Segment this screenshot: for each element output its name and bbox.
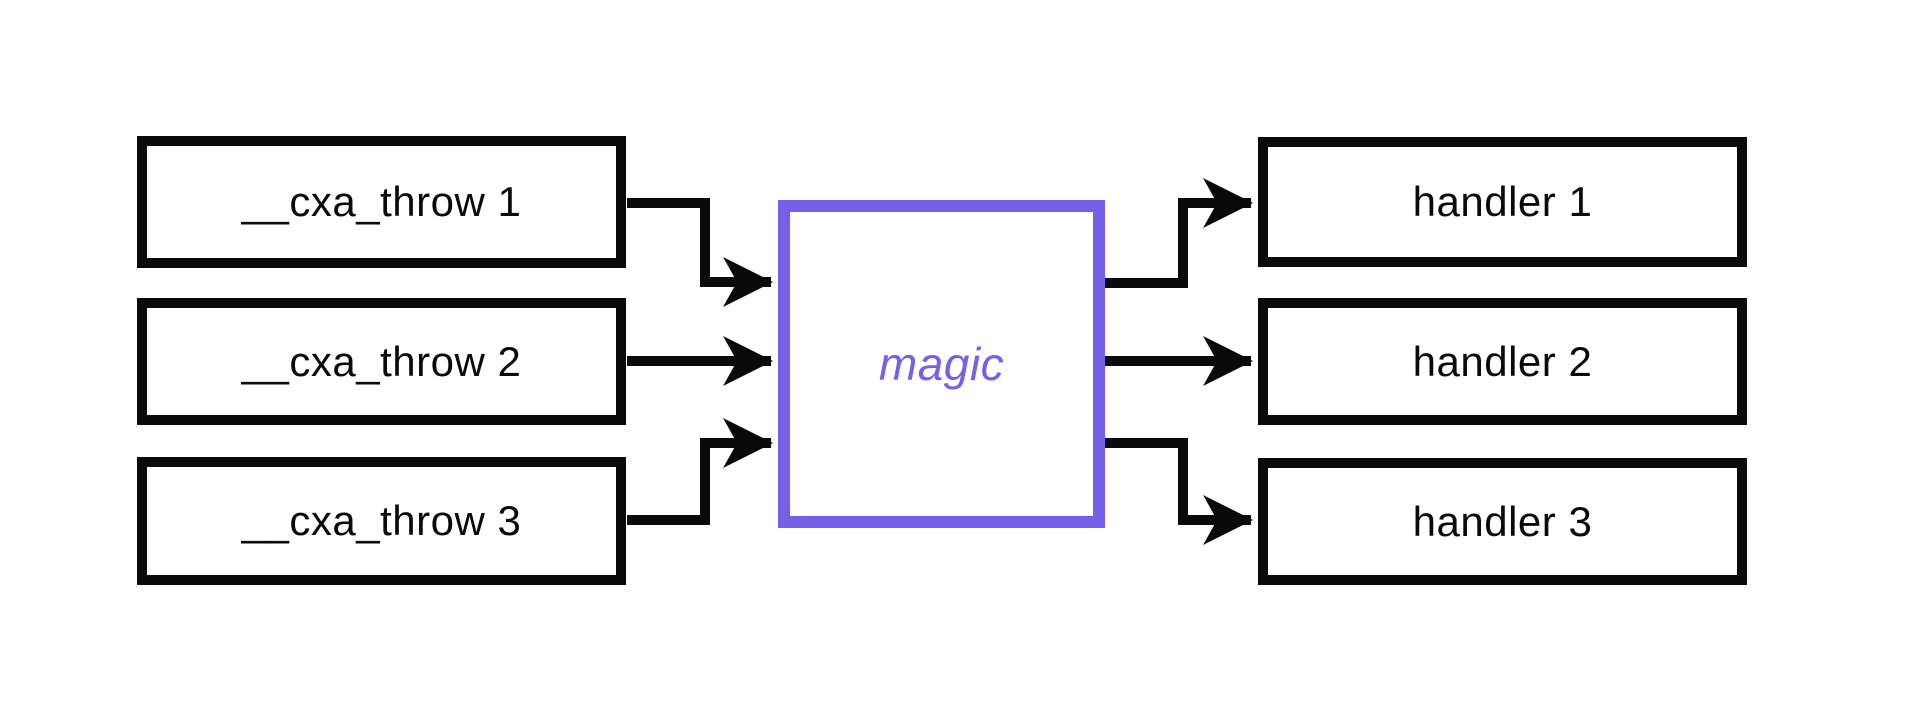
handler-3-label: handler 3 <box>1412 497 1593 545</box>
arrow-magic-to-handler3 <box>1105 438 1253 545</box>
handler-1-label: handler 1 <box>1412 178 1593 225</box>
handler-3-box: handler 3 <box>1258 458 1747 585</box>
cxa-throw-1-label: __cxa_throw 1 <box>241 178 522 225</box>
handler-2-box: handler 2 <box>1258 298 1747 425</box>
handler-2-label: handler 2 <box>1412 337 1593 385</box>
arrow-throw1-to-magic <box>627 198 773 307</box>
cxa-throw-1-box: __cxa_throw 1 <box>137 136 626 268</box>
cxa-throw-3-label: __cxa_throw 3 <box>241 497 522 544</box>
cxa-throw-2-label: __cxa_throw 2 <box>241 337 522 385</box>
arrow-throw3-to-magic <box>627 418 773 525</box>
cxa-throw-3-box: __cxa_throw 3 <box>137 457 626 585</box>
arrow-magic-to-handler1 <box>1105 178 1253 288</box>
cxa-throw-2-box: __cxa_throw 2 <box>137 298 626 425</box>
handler-1-box: handler 1 <box>1258 137 1747 267</box>
magic-box: magic <box>778 200 1105 528</box>
magic-label: magic <box>878 338 1005 390</box>
